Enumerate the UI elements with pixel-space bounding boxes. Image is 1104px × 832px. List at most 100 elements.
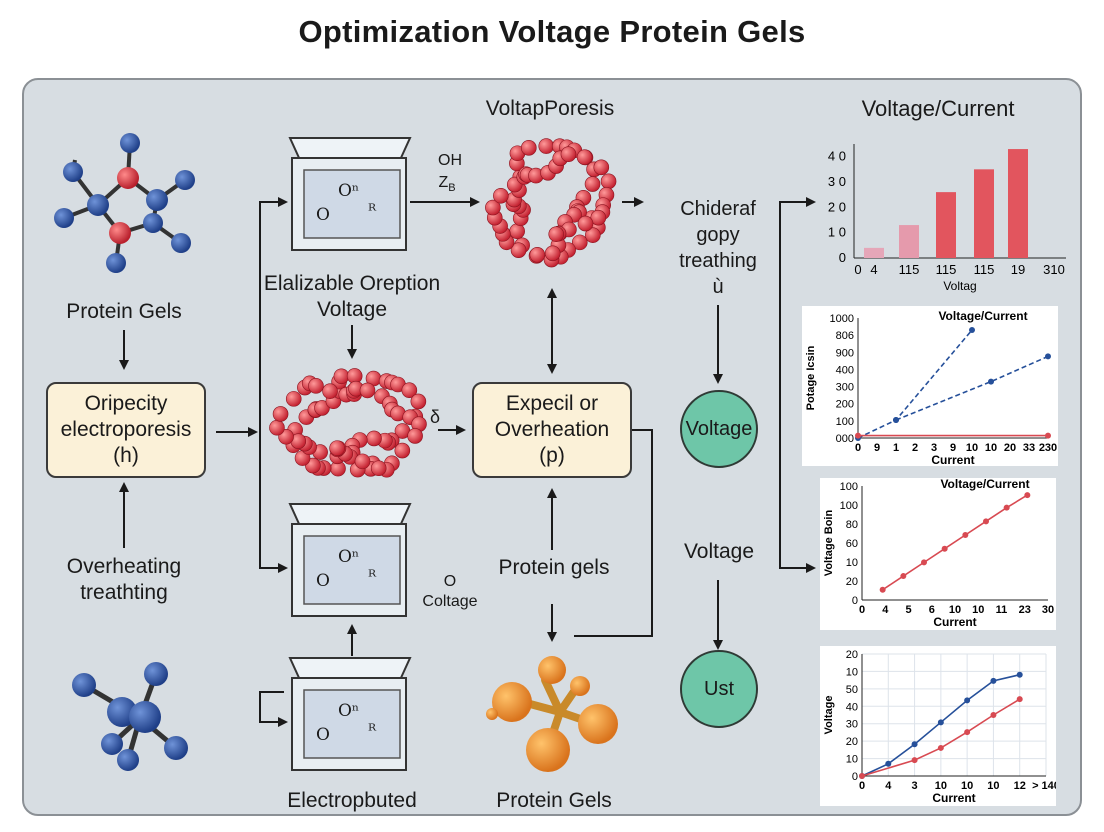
x-tick-label: 115 xyxy=(899,262,920,277)
protein-bead xyxy=(577,215,594,232)
x-axis-label: Current xyxy=(932,791,975,805)
protein-bead xyxy=(354,453,371,470)
protein-bead xyxy=(269,419,285,436)
x-tick-label: 20 xyxy=(1004,442,1016,454)
data-point xyxy=(1045,432,1051,439)
data-point xyxy=(885,760,892,767)
data-point xyxy=(941,545,948,552)
y-tick-label: 0 xyxy=(839,250,846,265)
y-axis-label: Potage Icsin xyxy=(805,345,817,410)
x-tick-label: 4 xyxy=(870,262,877,277)
protein-bead xyxy=(529,247,546,263)
x-tick-label: 10 xyxy=(972,604,984,616)
y-axis-label: Voltage xyxy=(823,696,835,735)
molecule-icon-bottom xyxy=(72,662,188,771)
x-tick-label: 33 xyxy=(1023,442,1035,454)
x-tick-label: 10 xyxy=(985,442,997,454)
y-tick-label: 20 xyxy=(846,649,858,661)
protein-bead xyxy=(285,391,302,407)
protein-bead xyxy=(510,242,527,258)
x-tick-label: 3 xyxy=(912,780,918,792)
data-point xyxy=(1016,671,1023,678)
molecule-icon-top xyxy=(54,133,195,273)
x-tick-label: 115 xyxy=(936,262,957,277)
protein-bead xyxy=(548,226,565,242)
bar xyxy=(974,169,994,258)
protein-bead xyxy=(560,146,577,163)
protein-bead xyxy=(366,430,382,447)
bar xyxy=(936,192,956,258)
data-point xyxy=(1024,492,1031,499)
data-point xyxy=(990,677,997,684)
x-tick-label: 310 xyxy=(1043,262,1065,277)
data-point xyxy=(964,729,971,736)
data-point xyxy=(1003,504,1010,511)
x-tick-label: 10 xyxy=(935,780,947,792)
data-point xyxy=(962,532,969,539)
protein-bead xyxy=(585,227,601,243)
x-tick-label: 0 xyxy=(859,780,865,792)
label-zb: ZB xyxy=(438,174,456,195)
x-tick-label: 4 xyxy=(882,604,889,616)
y-tick-label: 900 xyxy=(836,347,854,359)
series-line xyxy=(857,329,973,439)
data-point xyxy=(964,697,971,704)
gel-chamber-icon-1 xyxy=(288,137,412,251)
bar xyxy=(864,247,884,258)
data-point xyxy=(900,573,907,580)
x-tick-label: 10 xyxy=(961,780,973,792)
x-tick-label: 19 xyxy=(1011,262,1025,277)
box-expecil: Expecil or Overheation (p) xyxy=(472,382,632,478)
x-tick-label: 115 xyxy=(974,262,995,277)
y-tick-label: 50 xyxy=(846,684,858,696)
y-tick-label: 10 xyxy=(846,754,858,766)
x-tick-label: 6 xyxy=(929,604,935,616)
label-delta: δ xyxy=(429,407,441,427)
y-tick-label: 1 0 xyxy=(828,225,846,240)
protein-bead xyxy=(593,159,610,176)
data-point xyxy=(921,559,927,566)
x-tick-label: 10 xyxy=(987,780,999,792)
data-point xyxy=(937,744,944,751)
protein-chain-icon-top xyxy=(485,138,617,268)
protein-bead xyxy=(410,393,427,410)
gel-chamber-icon-2 xyxy=(288,503,412,617)
y-tick-label: 60 xyxy=(846,538,858,550)
protein-bead xyxy=(272,406,289,422)
page-title: Optimization Voltage Protein Gels xyxy=(298,14,806,49)
x-tick-label: 30 xyxy=(1042,604,1054,616)
label-chideraf: Chideraf gopy treathing ù xyxy=(679,198,757,298)
chart-title: Voltage/Current xyxy=(940,478,1029,491)
x-tick-label: 0 xyxy=(854,262,861,277)
y-tick-label: 3 0 xyxy=(828,174,846,189)
x-tick-label: 10 xyxy=(966,442,978,454)
y-tick-label: 100 xyxy=(840,481,858,493)
y-tick-label: 100 xyxy=(836,416,854,428)
protein-bead xyxy=(308,378,324,394)
protein-bead xyxy=(600,173,617,190)
data-point xyxy=(988,378,994,385)
data-point xyxy=(911,757,918,764)
x-tick-label: 12 xyxy=(1014,780,1026,792)
protein-bead xyxy=(322,383,338,399)
protein-bead xyxy=(370,460,387,477)
label-overheating: Overheating treathting xyxy=(66,555,182,604)
y-tick-label: 80 xyxy=(846,519,858,531)
chart-title: Voltage/Current xyxy=(938,309,1027,323)
x-tick-label: 4 xyxy=(885,780,892,792)
protein-bead xyxy=(584,176,601,192)
y-tick-label: 2 0 xyxy=(828,199,846,214)
label-elalizable-voltage: Elalizable Oreption Voltage xyxy=(263,272,441,321)
protein-bead xyxy=(571,234,588,251)
label-voltage-mid: Voltage xyxy=(683,540,755,563)
y-tick-label: 10 xyxy=(846,557,858,569)
protein-bead xyxy=(394,442,411,459)
x-axis-label: Voltag xyxy=(943,279,976,293)
gel-chamber-icon-3 xyxy=(288,657,412,771)
y-tick-label: 0 xyxy=(852,595,858,607)
series-line xyxy=(895,355,1049,421)
